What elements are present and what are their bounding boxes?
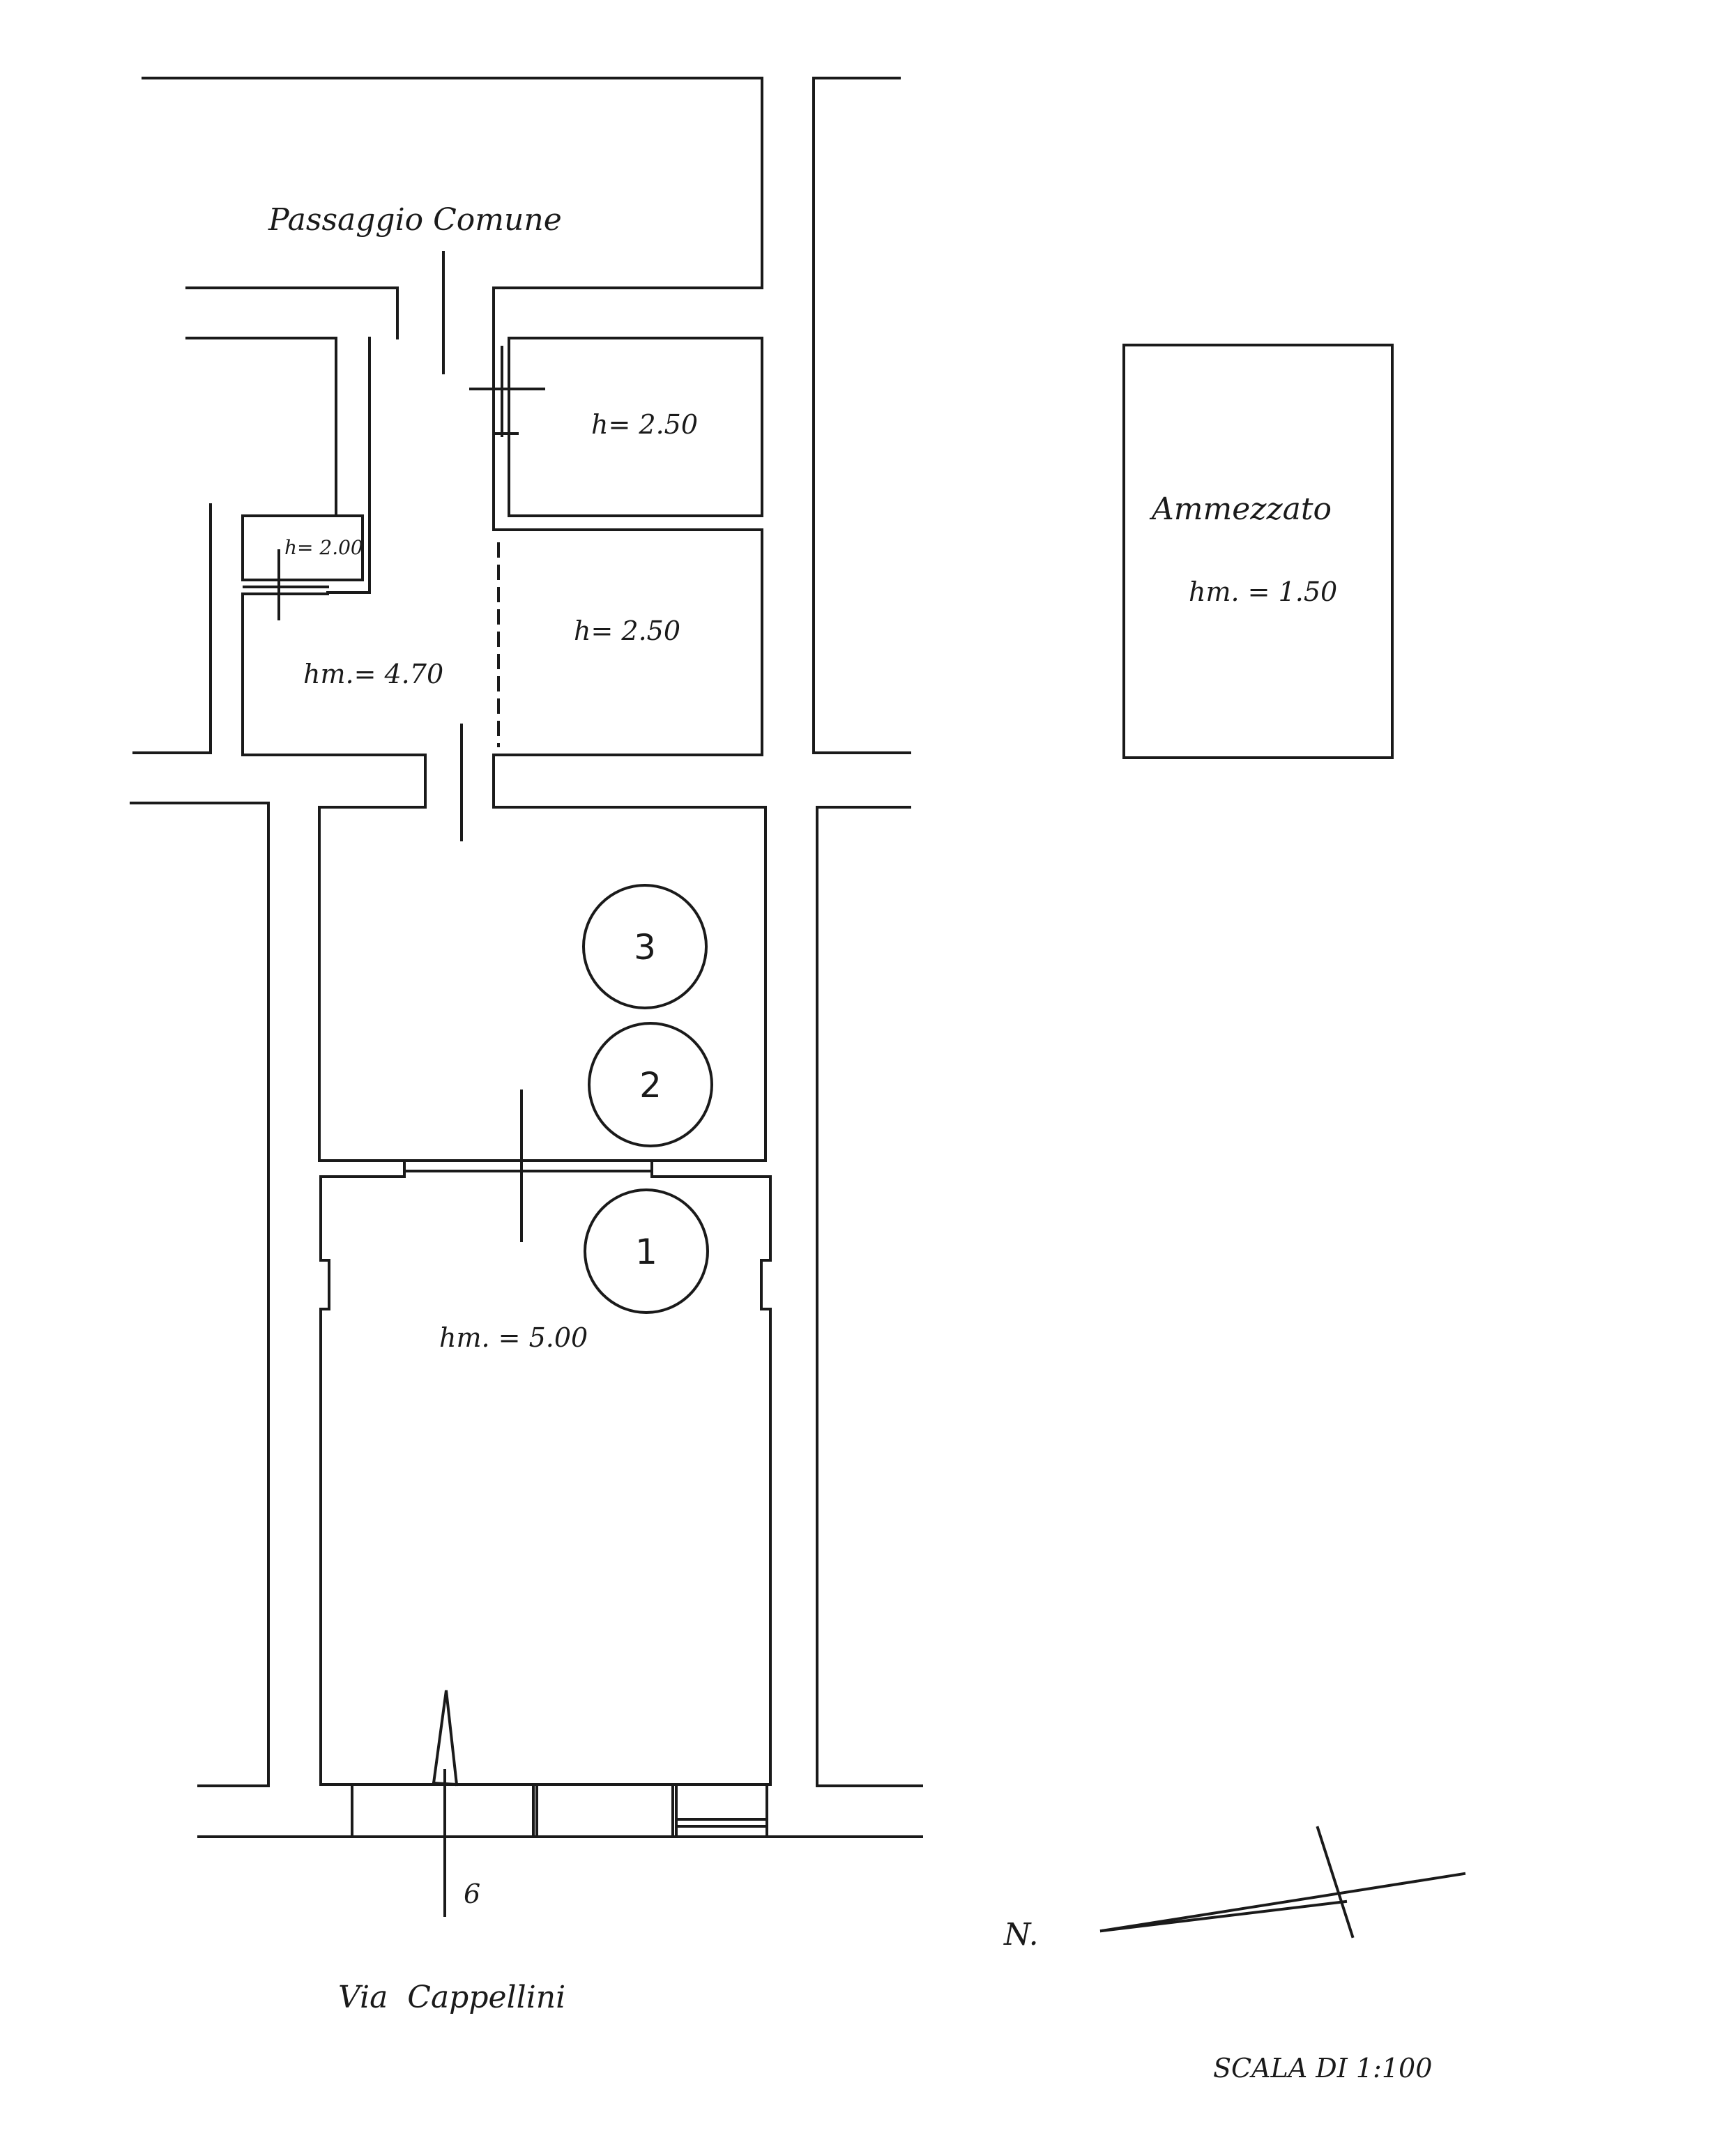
mezzanine-height: hm. = 1.50 (1189, 576, 1337, 607)
mezzanine-title: Ammezzato (1149, 491, 1332, 527)
doorway-passage (396, 251, 495, 374)
room-left-height: hm.= 4.70 (303, 659, 443, 689)
marker-label-2: 2 (639, 1065, 662, 1106)
room-top-right-height: h= 2.50 (591, 409, 698, 440)
passaggio-comune-walls (142, 77, 763, 289)
mezzanine-box (1122, 344, 1394, 759)
marker-label-3: 3 (634, 927, 656, 968)
main-room-height: hm. = 5.00 (439, 1322, 588, 1353)
marker-label-1: 1 (635, 1232, 657, 1272)
north-arrow-icon (1099, 1826, 1466, 1939)
room-small (241, 514, 364, 620)
marker-circle-2 (588, 1022, 713, 1147)
entrance-arrow (432, 1690, 459, 1917)
corridor-inner-wall (326, 337, 371, 594)
street-front-openings (319, 1783, 772, 1838)
marker-circle-1 (584, 1188, 709, 1314)
room-mid-right (492, 528, 763, 756)
north-label: N. (1003, 1917, 1039, 1952)
right-boundary-wall (812, 77, 923, 1787)
left-wall-lower (130, 802, 923, 1838)
room-small-height: h= 2.00 (284, 536, 363, 559)
street-label: Via Cappellini (338, 1980, 565, 2015)
scale-label: SCALA DI 1:100 (1213, 2053, 1432, 2084)
room-marker-23 (318, 806, 767, 1242)
passaggio-label: Passaggio Comune (268, 202, 562, 238)
marker-circle-3 (582, 884, 708, 1009)
doorway-middle (424, 724, 495, 841)
entrance-number: 6 (464, 1879, 480, 1909)
room-main (319, 1175, 772, 1786)
room-left-lower (241, 542, 500, 756)
room-mid-right-height: h= 2.50 (574, 616, 680, 646)
